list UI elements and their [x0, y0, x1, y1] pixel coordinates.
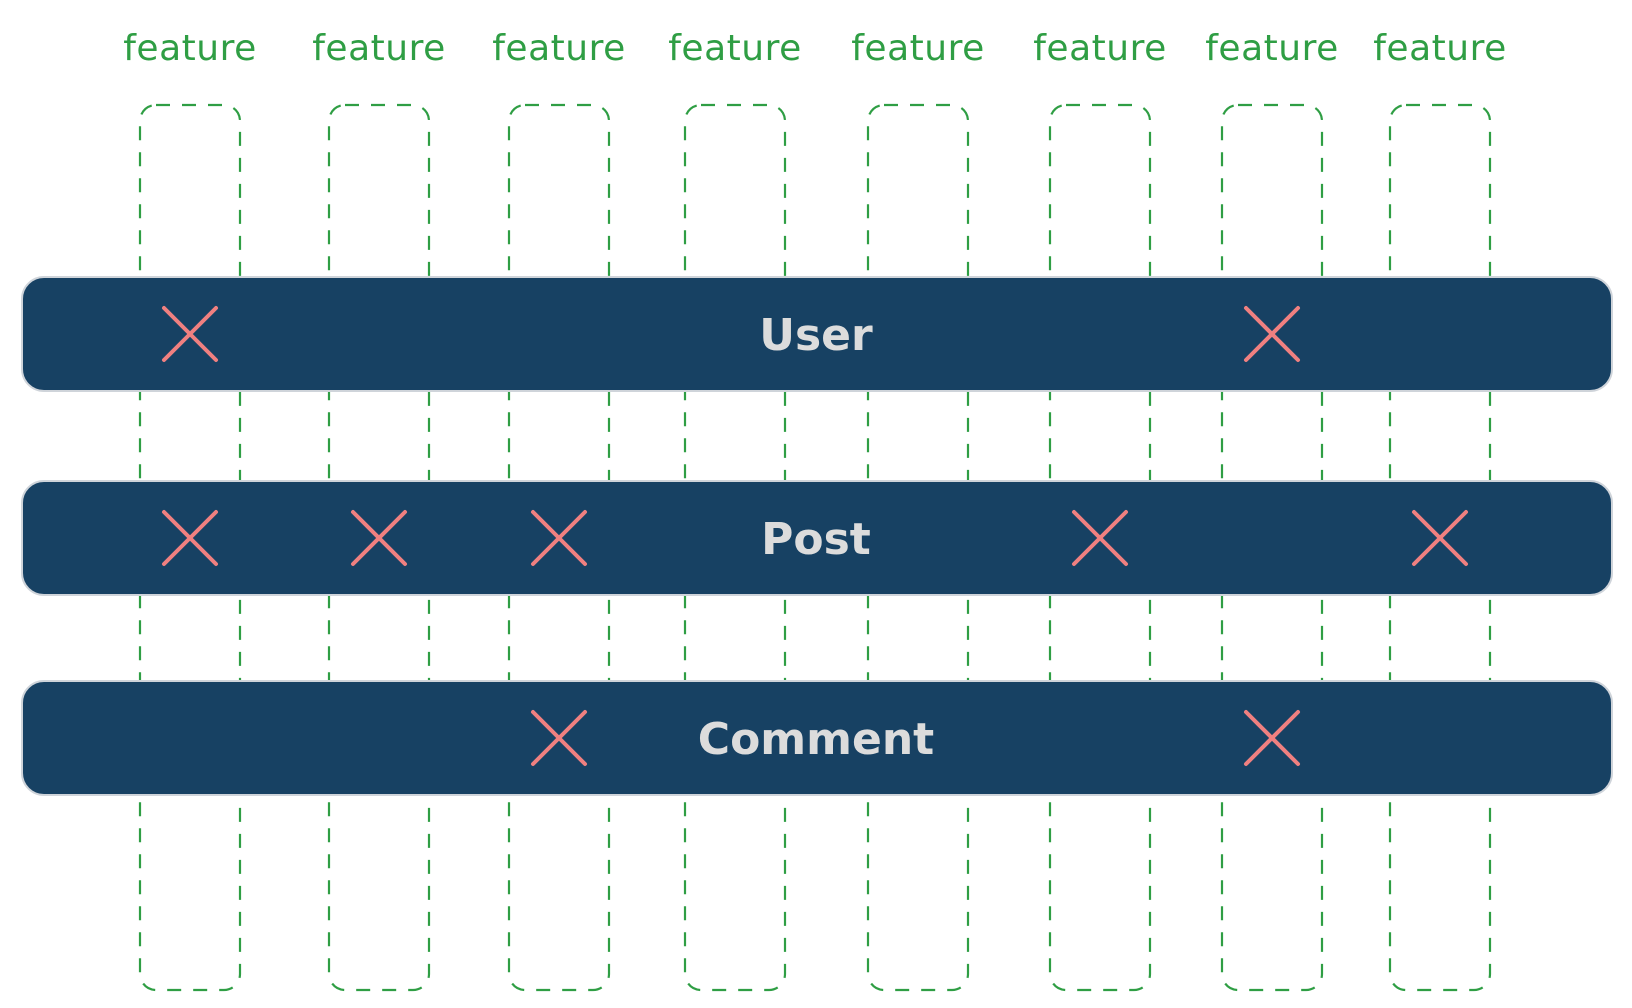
feature-labels: feature feature feature feature feature featu…	[123, 28, 1506, 69]
row-bar-user	[21, 276, 1613, 392]
x-mark-post-feature-8	[1412, 510, 1468, 566]
row-bar-post	[21, 480, 1613, 596]
row-label-comment: Comment	[698, 714, 934, 765]
x-mark-post-feature-2	[351, 510, 407, 566]
row-label-user: User	[759, 310, 873, 361]
feature-label-6: feature	[1033, 28, 1166, 69]
x-mark-comment-feature-3	[531, 710, 587, 766]
feature-label-4: feature	[668, 28, 801, 69]
feature-label-3: feature	[492, 28, 625, 69]
x-mark-user-feature-7	[1244, 306, 1300, 362]
feature-label-2: feature	[312, 28, 445, 69]
x-mark-user-feature-1	[162, 306, 218, 362]
feature-label-5: feature	[851, 28, 984, 69]
feature-label-1: feature	[123, 28, 256, 69]
x-mark-post-feature-6	[1072, 510, 1128, 566]
row-label-post: Post	[761, 514, 871, 565]
x-mark-post-feature-3	[531, 510, 587, 566]
x-mark-post-feature-1	[162, 510, 218, 566]
x-mark-comment-feature-7	[1244, 710, 1300, 766]
feature-label-7: feature	[1205, 28, 1338, 69]
row-bar-comment	[21, 680, 1613, 796]
feature-label-8: feature	[1373, 28, 1506, 69]
